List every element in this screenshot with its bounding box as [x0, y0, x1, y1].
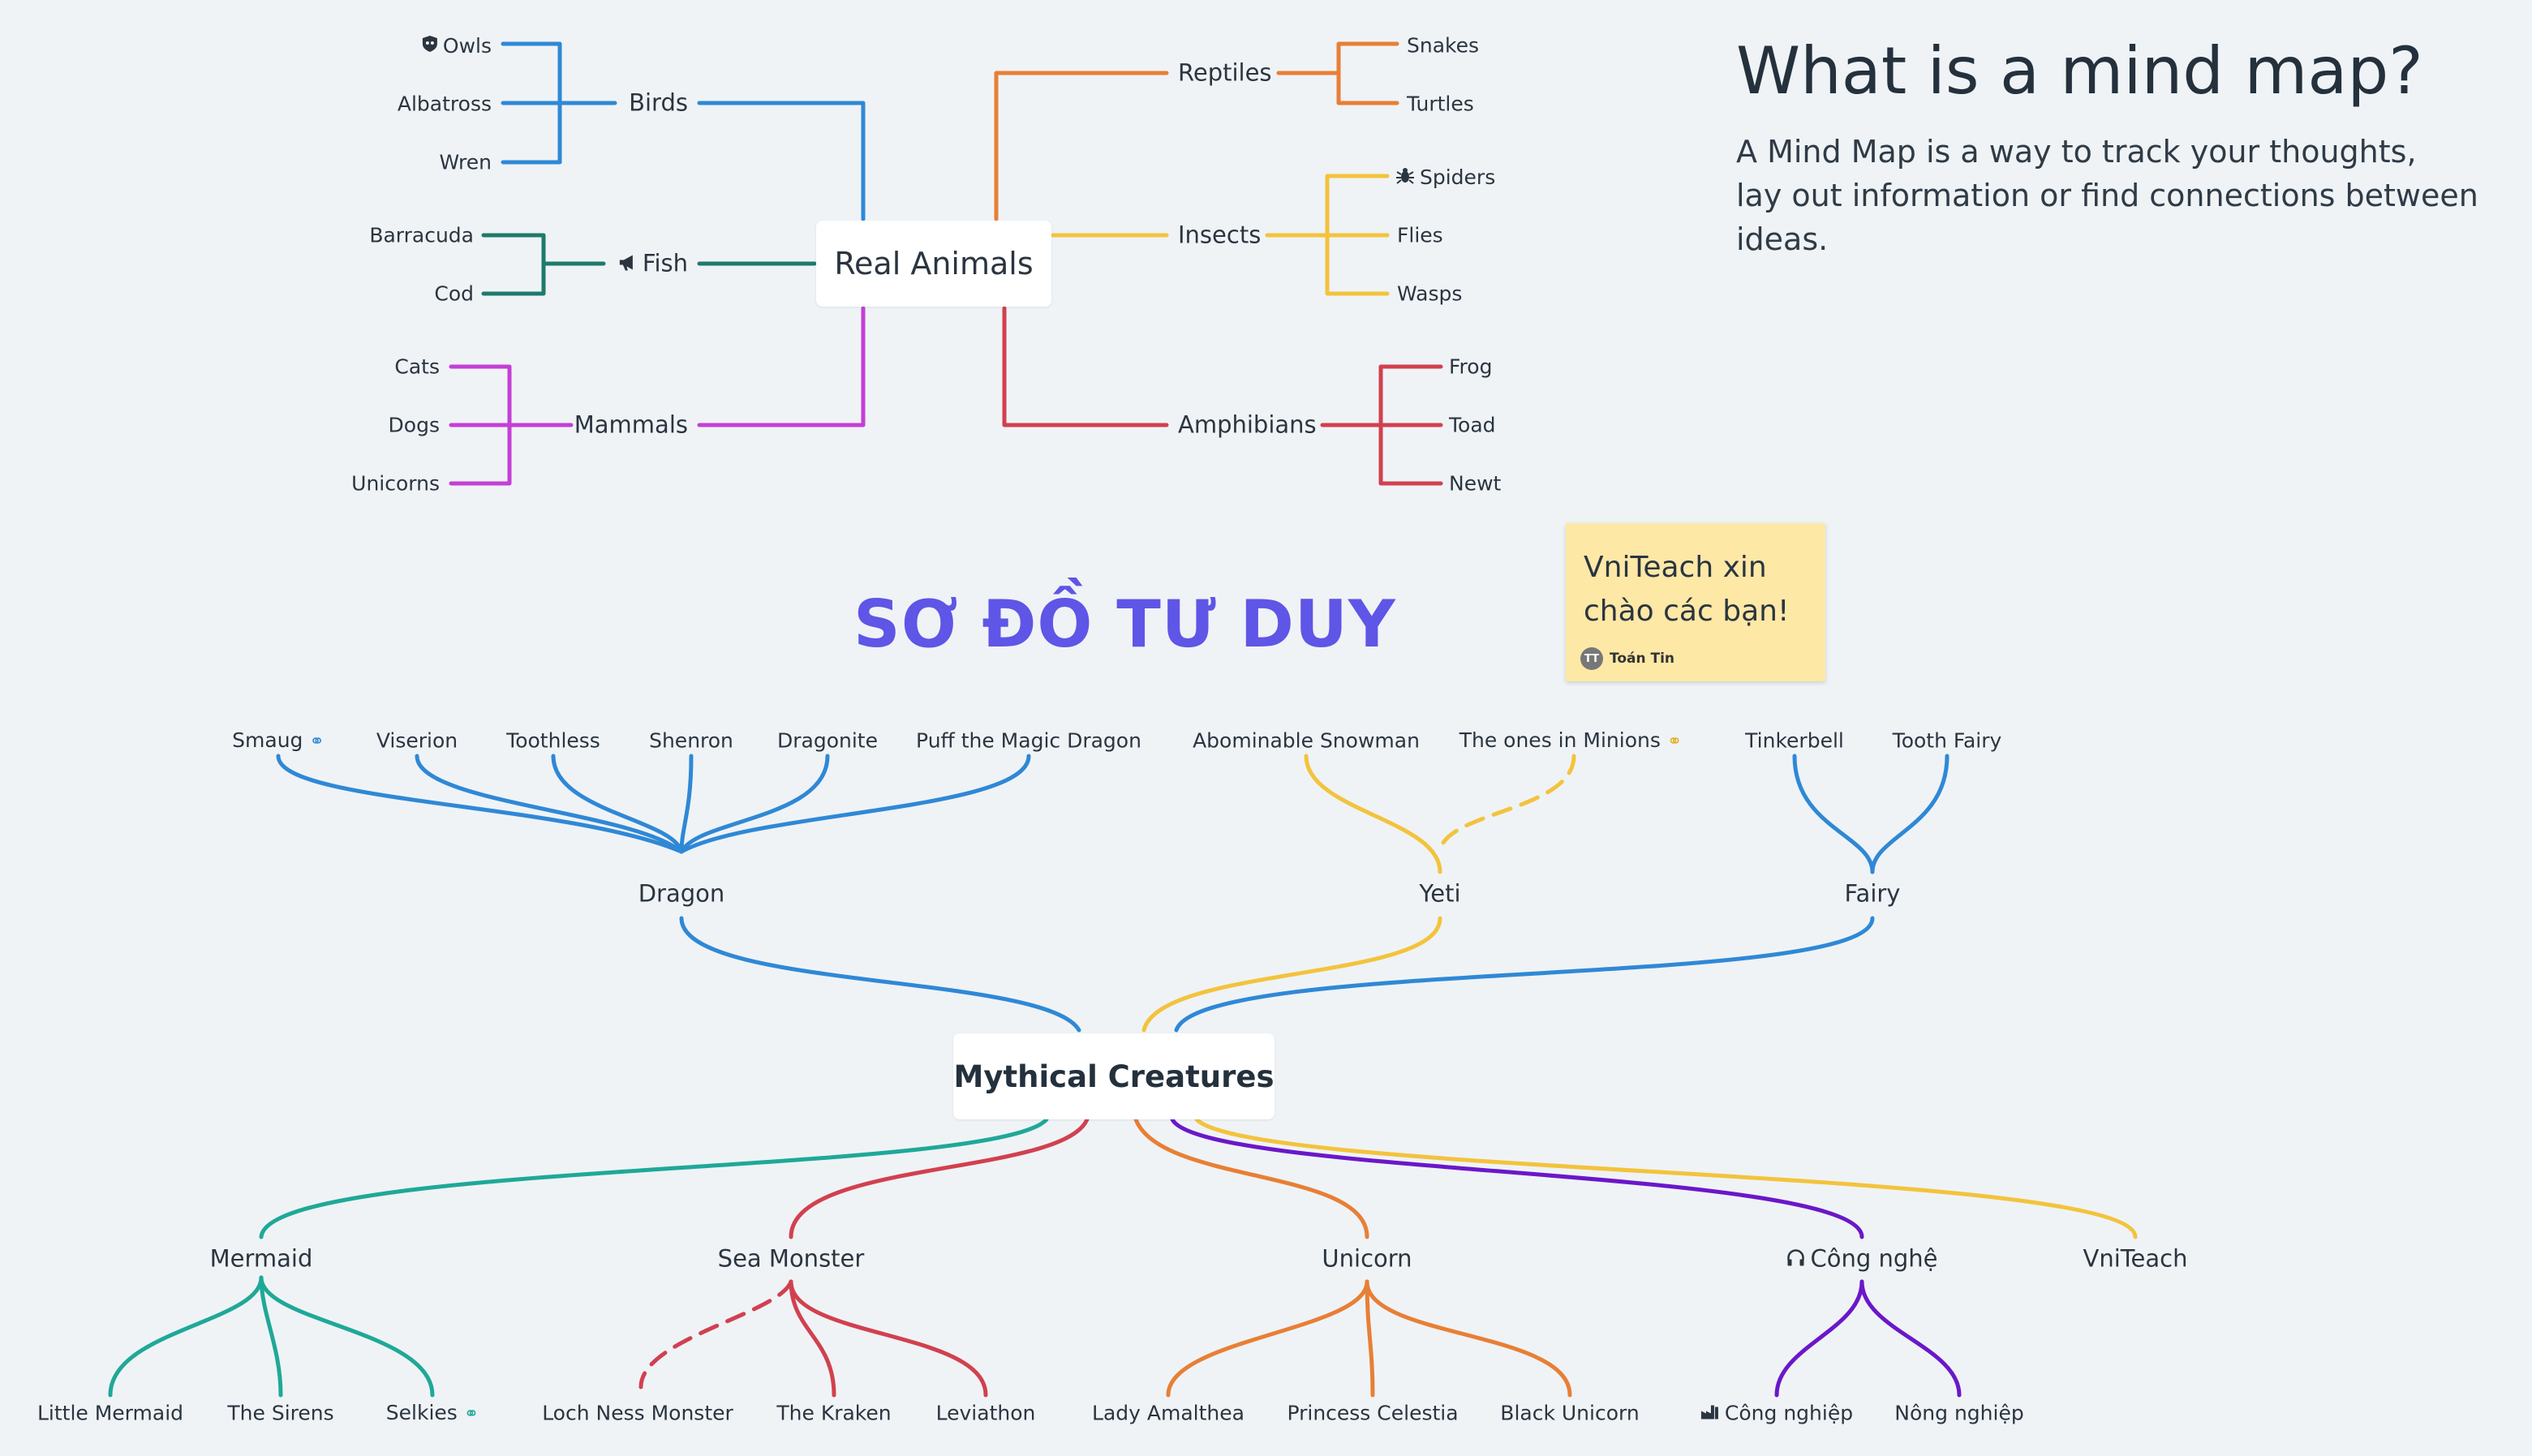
leaf-frog[interactable]: Frog: [1449, 354, 1493, 379]
sticky-note-author: TT Toán Tin: [1580, 647, 1674, 670]
leaf-loch-ness[interactable]: Loch Ness Monster: [542, 1401, 733, 1425]
leaf-tinkerbell[interactable]: Tinkerbell: [1745, 728, 1844, 753]
mermaid-connectors: [108, 1117, 1049, 1398]
viet-title[interactable]: SƠ ĐỒ TƯ DUY: [853, 586, 1396, 662]
mythical-creatures-node[interactable]: Mythical Creatures: [953, 1033, 1275, 1119]
leaf-abominable-snowman[interactable]: Abominable Snowman: [1193, 728, 1420, 753]
link-icon: ⚭: [1666, 732, 1683, 752]
branch-fish-label: Fish: [642, 249, 688, 277]
unicorn-connectors: [1133, 1117, 1572, 1398]
link-icon: ⚭: [309, 732, 325, 752]
branch-insects[interactable]: Insects: [1178, 221, 1262, 249]
branch-reptiles[interactable]: Reptiles: [1178, 58, 1272, 87]
branch-unicorn[interactable]: Unicorn: [1322, 1244, 1412, 1273]
leaf-tooth-fairy[interactable]: Tooth Fairy: [1892, 728, 2002, 753]
leaf-newt[interactable]: Newt: [1449, 471, 1502, 496]
leaf-the-kraken[interactable]: The Kraken: [776, 1401, 892, 1425]
branch-yeti[interactable]: Yeti: [1419, 879, 1461, 908]
leaf-smaug[interactable]: Smaug ⚭: [232, 730, 325, 751]
yeti-connectors: [1141, 754, 1576, 1033]
bug-icon: [1395, 166, 1415, 187]
leaf-leviathon[interactable]: Leviathon: [935, 1401, 1036, 1425]
leaf-shenron[interactable]: Shenron: [649, 728, 733, 753]
description-line-1: A Mind Map is a way to track your though…: [1736, 134, 2417, 170]
leaf-little-mermaid[interactable]: Little Mermaid: [37, 1401, 184, 1425]
leaf-spiders-label: Spiders: [1420, 165, 1496, 189]
branch-mammals[interactable]: Mammals: [574, 410, 688, 439]
fish-connectors: [481, 233, 817, 296]
leaf-owls-label: Owls: [442, 34, 492, 58]
leaf-black-unicorn[interactable]: Black Unicorn: [1500, 1401, 1640, 1425]
leaf-toothless[interactable]: Toothless: [506, 728, 600, 753]
description-line-2: lay out information or find connections …: [1736, 178, 2478, 257]
leaf-lady-amalthea[interactable]: Lady Amalthea: [1092, 1401, 1245, 1425]
megaphone-icon: [618, 252, 638, 276]
branch-amphibians[interactable]: Amphibians: [1178, 410, 1317, 439]
leaf-viserion[interactable]: Viserion: [376, 728, 458, 753]
leaf-wasps[interactable]: Wasps: [1397, 281, 1463, 306]
leaf-spiders[interactable]: Spiders: [1395, 166, 1495, 187]
leaf-dragonite[interactable]: Dragonite: [777, 728, 878, 753]
leaf-unicorns[interactable]: Unicorns: [351, 471, 440, 496]
leaf-smaug-label: Smaug: [232, 728, 303, 752]
avatar: TT: [1580, 647, 1603, 670]
leaf-nong-nghiep[interactable]: Nông nghiệp: [1894, 1401, 2024, 1425]
mythical-creatures-label: Mythical Creatures: [953, 1059, 1275, 1094]
leaf-snakes[interactable]: Snakes: [1407, 33, 1480, 58]
branch-fish[interactable]: Fish: [618, 249, 688, 277]
leaf-albatross[interactable]: Albatross: [397, 92, 492, 116]
cong-nghe-connectors: [1170, 1117, 1962, 1398]
leaf-toad[interactable]: Toad: [1449, 413, 1496, 437]
leaf-minions[interactable]: The ones in Minions ⚭: [1459, 730, 1683, 751]
leaf-flies[interactable]: Flies: [1397, 223, 1443, 247]
amphibians-connectors: [1002, 306, 1443, 486]
leaf-wren[interactable]: Wren: [439, 150, 492, 174]
leaf-barracuda[interactable]: Barracuda: [369, 223, 474, 247]
factory-icon: [1700, 1403, 1720, 1424]
leaf-cod[interactable]: Cod: [434, 281, 474, 306]
leaf-turtles[interactable]: Turtles: [1407, 92, 1474, 116]
real-animals-node[interactable]: Real Animals: [816, 221, 1051, 307]
real-animals-label: Real Animals: [834, 246, 1034, 281]
headphones-icon: [1786, 1248, 1805, 1271]
branch-cong-nghe[interactable]: Công nghệ: [1786, 1244, 1938, 1273]
branch-dragon[interactable]: Dragon: [638, 879, 725, 908]
leaf-cong-nghiep-label: Công nghiệp: [1724, 1401, 1854, 1425]
leaf-cong-nghiep[interactable]: Công nghiệp: [1700, 1403, 1853, 1424]
dragon-connectors: [276, 754, 1081, 1033]
leaf-selkies-label: Selkies: [385, 1401, 458, 1424]
branch-fairy[interactable]: Fairy: [1844, 879, 1901, 908]
leaf-dogs[interactable]: Dogs: [388, 413, 440, 437]
sticky-note-text: VniTeach xin chào các bạn!: [1584, 551, 1790, 628]
page-description: A Mind Map is a way to track your though…: [1736, 130, 2532, 261]
branch-cong-nghe-label: Công nghệ: [1810, 1244, 1938, 1273]
page-title: What is a mind map?: [1736, 33, 2423, 109]
branch-birds[interactable]: Birds: [629, 88, 688, 117]
leaf-puff[interactable]: Puff the Magic Dragon: [916, 728, 1141, 753]
leaf-the-sirens[interactable]: The Sirens: [227, 1401, 334, 1425]
leaf-minions-label: The ones in Minions: [1459, 728, 1661, 752]
shield-icon: [422, 35, 438, 56]
author-name: Toán Tin: [1610, 651, 1675, 667]
birds-connectors: [501, 41, 866, 221]
leaf-princess-celestia[interactable]: Princess Celestia: [1287, 1401, 1459, 1425]
branch-mermaid[interactable]: Mermaid: [209, 1244, 313, 1273]
branch-sea-monster[interactable]: Sea Monster: [717, 1244, 865, 1273]
mammals-connectors: [449, 306, 866, 486]
insects-connectors: [1051, 174, 1390, 296]
leaf-selkies[interactable]: Selkies ⚭: [386, 1402, 479, 1424]
branch-vniteach[interactable]: VniTeach: [2083, 1244, 2188, 1273]
reptiles-connectors: [994, 41, 1399, 221]
fairy-connectors: [1174, 754, 1950, 1033]
leaf-owls[interactable]: Owls: [422, 35, 492, 56]
sea-monster-connectors: [638, 1117, 1090, 1398]
link-icon: ⚭: [463, 1404, 479, 1424]
sticky-note[interactable]: VniTeach xin chào các bạn! TT Toán Tin: [1566, 523, 1825, 681]
vniteach-connector: [1194, 1117, 2138, 1239]
leaf-cats[interactable]: Cats: [394, 354, 440, 379]
